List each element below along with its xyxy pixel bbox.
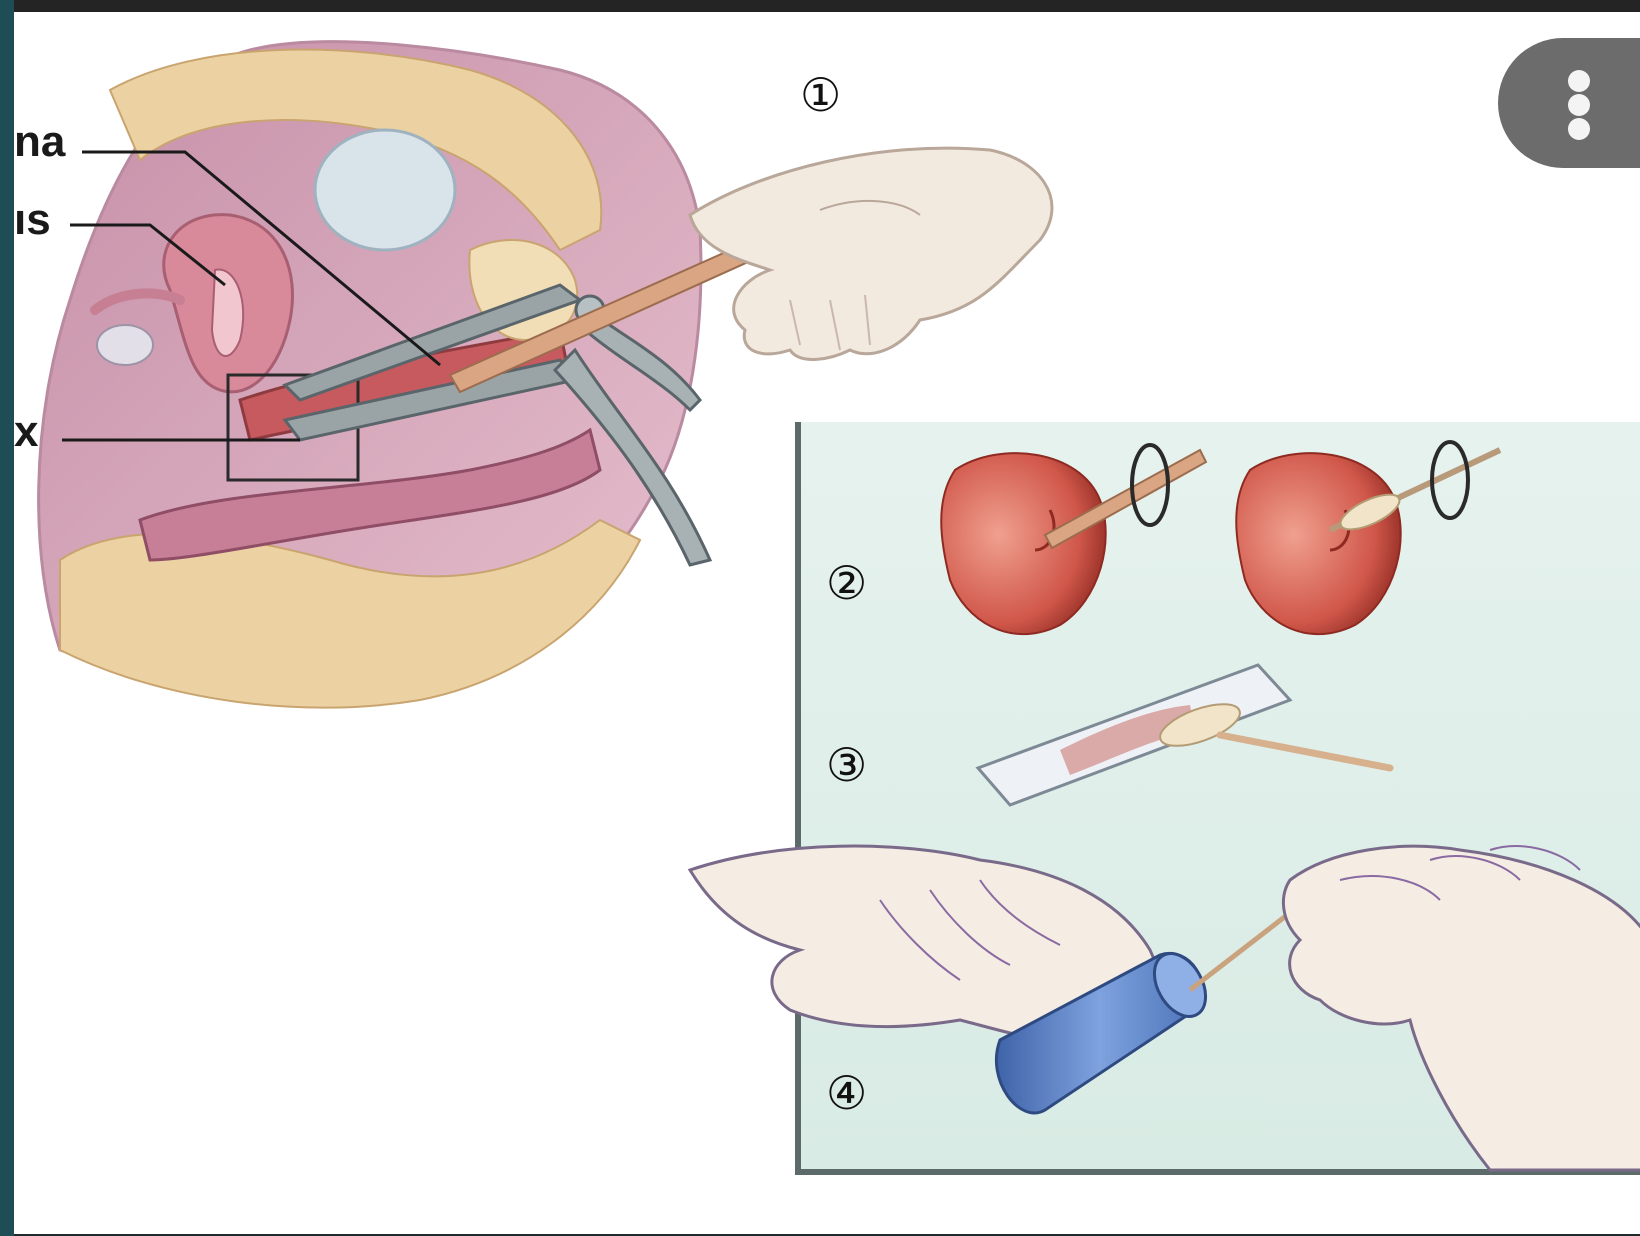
label-cervix: x: [14, 410, 38, 454]
label-uterus: ıs: [14, 198, 51, 242]
anatomy-cross-section: [39, 42, 710, 708]
menu-dot-middle: [1568, 94, 1590, 116]
left-edge-bar: [0, 0, 14, 1236]
pap-smear-illustration: [14, 12, 1640, 1234]
glove-hand-1: [690, 148, 1052, 359]
ovary: [97, 325, 153, 365]
illustration-svg: [14, 12, 1640, 1234]
menu-dot-top: [1568, 70, 1590, 92]
menu-dot-bottom: [1568, 118, 1590, 140]
step-4-number: ④: [826, 1070, 867, 1116]
top-edge-bar: [0, 0, 1640, 12]
label-vagina: na: [14, 120, 65, 164]
bladder: [315, 130, 455, 250]
step-2-number: ②: [826, 560, 867, 606]
step-3-number: ③: [826, 742, 867, 788]
procedure-panel: [690, 422, 1640, 1172]
step-1-number: ①: [800, 72, 841, 118]
